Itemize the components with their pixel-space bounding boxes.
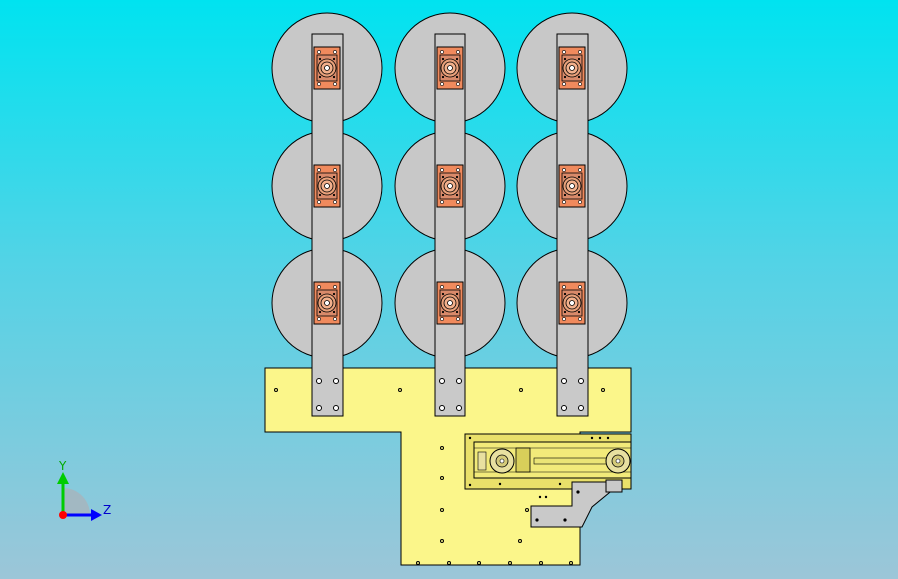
arm (556, 33, 589, 417)
mounting-bracket[interactable] (530, 479, 623, 528)
triad-z-label: Z (103, 503, 111, 517)
arm (434, 33, 466, 417)
flange-unit (558, 164, 586, 208)
arm (311, 33, 344, 417)
coordinate-triad-icon (57, 472, 102, 521)
flange-unit (558, 281, 586, 325)
base-plate-holes (274, 388, 605, 565)
flange-unit (558, 46, 586, 90)
triad-y-label: Y (58, 459, 67, 473)
arm-bolts (316, 378, 584, 411)
flange-unit (313, 281, 341, 325)
flange-unit (313, 46, 341, 90)
flange-unit (436, 281, 464, 325)
flange-unit (436, 164, 464, 208)
flange-unit (313, 164, 341, 208)
linear-actuator[interactable] (464, 433, 632, 490)
flange-unit (436, 46, 464, 90)
arm-group (311, 33, 589, 417)
